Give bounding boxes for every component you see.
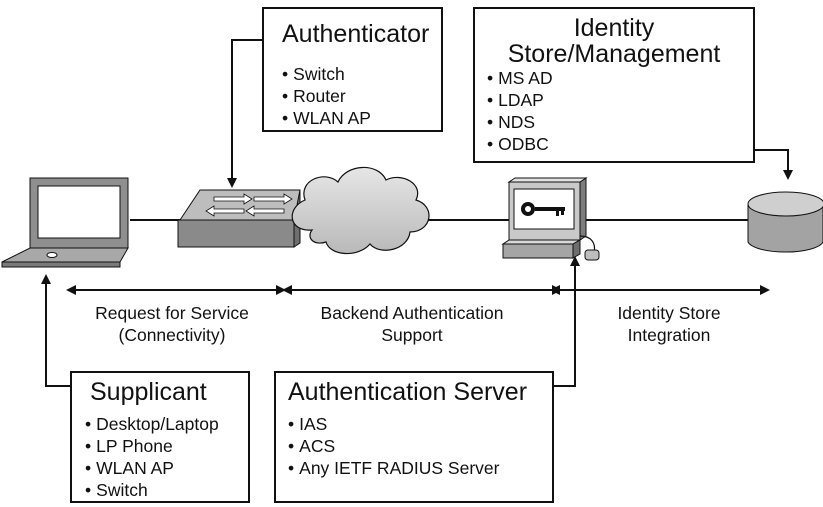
identity-store-title: Identity Store/Management — [475, 15, 753, 67]
auth-server-connector — [553, 256, 580, 387]
supplicant-box: Supplicant Desktop/Laptop LP Phone WLAN … — [70, 371, 250, 503]
request-segment-label: Request for Service (Connectivity) — [72, 302, 272, 346]
list-item: Switch — [85, 479, 219, 501]
list-item: ODBC — [487, 133, 553, 155]
authenticator-list: Switch Router WLAN AP — [282, 63, 371, 129]
supplicant-title: Supplicant — [90, 378, 207, 406]
list-item: LP Phone — [85, 435, 219, 457]
list-item: MS AD — [487, 67, 552, 89]
authenticator-box: Authenticator Switch Router WLAN AP — [262, 7, 443, 132]
backend-label-line2: Support — [381, 325, 443, 345]
list-item: ACS — [288, 435, 499, 457]
list-item: Switch — [282, 63, 371, 85]
identity-segment-label: Identity Store Integration — [594, 302, 744, 346]
request-label-line2: (Connectivity) — [118, 325, 226, 345]
backend-segment-label: Backend Authentication Support — [296, 302, 528, 346]
list-item: Desktop/Laptop — [85, 413, 219, 435]
identity-label-line1: Identity Store — [617, 303, 721, 323]
identity-store-list: MS AD LDAP NDS ODBC — [487, 67, 553, 155]
list-item: NDS — [487, 111, 553, 133]
switch-icon — [177, 189, 301, 248]
identity-store-box: Identity Store/Management MS AD LDAP NDS… — [473, 7, 755, 163]
identity-store-title-line1: Identity — [573, 14, 655, 42]
key-icon — [521, 202, 565, 216]
laptop-icon — [1, 177, 129, 268]
authenticator-title: Authenticator — [282, 20, 430, 48]
list-item: WLAN AP — [282, 107, 371, 129]
server-icon — [501, 177, 600, 261]
auth-server-box: Authentication Server IAS ACS Any IETF R… — [274, 371, 554, 503]
list-item: Router — [282, 85, 371, 107]
identity-store-connector — [752, 149, 793, 180]
list-item: Any IETF RADIUS Server — [288, 457, 499, 479]
cloud-icon — [291, 166, 430, 255]
list-item: WLAN AP — [85, 457, 219, 479]
identity-label-line2: Integration — [627, 325, 711, 345]
auth-server-list: IAS ACS Any IETF RADIUS Server — [288, 413, 499, 479]
authenticator-connector — [227, 39, 262, 188]
list-item: LDAP — [487, 89, 553, 111]
list-item: IAS — [288, 413, 499, 435]
request-label-line1: Request for Service — [95, 303, 249, 323]
database-icon — [747, 191, 823, 253]
auth-server-title: Authentication Server — [288, 378, 528, 406]
backend-label-line1: Backend Authentication — [320, 303, 504, 323]
supplicant-list: Desktop/Laptop LP Phone WLAN AP Switch — [85, 413, 219, 501]
identity-store-title-line2: Store/Management — [507, 40, 721, 68]
supplicant-connector — [41, 274, 70, 387]
